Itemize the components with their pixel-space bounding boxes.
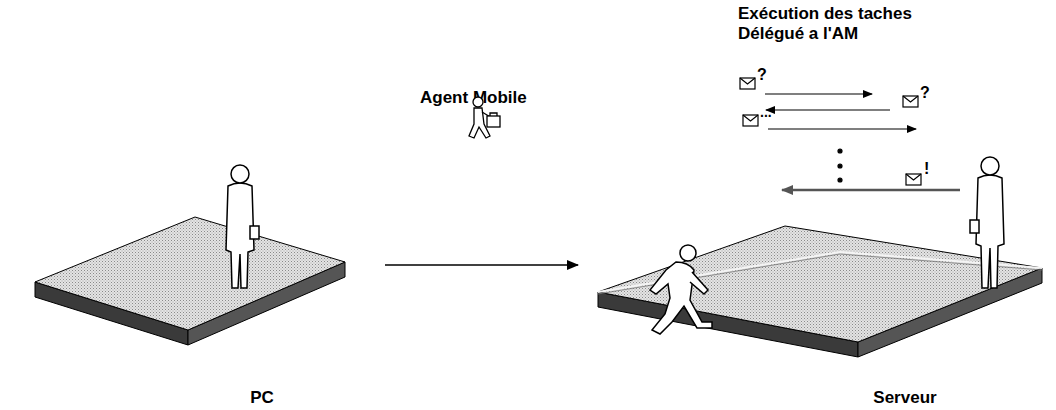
platform-node: Serveur — [578, 215, 1048, 410]
standing-person — [226, 165, 259, 288]
message-symbol: ? — [757, 66, 771, 84]
message-symbol: ? — [920, 84, 934, 102]
platform-label: Serveur — [873, 388, 936, 408]
mobile-agent-icon — [469, 97, 500, 138]
message-symbol: ! — [924, 160, 936, 178]
message-exchange — [740, 78, 960, 190]
standing-person — [970, 157, 1004, 288]
edge-label: Agent Mobile — [420, 88, 527, 108]
platform-node: PC — [20, 215, 385, 410]
platform-shape — [20, 215, 385, 410]
platform-label: PC — [250, 388, 274, 408]
running-agent — [650, 245, 712, 334]
heading-label: Exécution des taches Délégué a l'AM — [738, 4, 933, 43]
platform-shape — [578, 215, 1048, 410]
migration-arrow — [385, 264, 578, 266]
message-symbol: ... — [760, 104, 784, 120]
